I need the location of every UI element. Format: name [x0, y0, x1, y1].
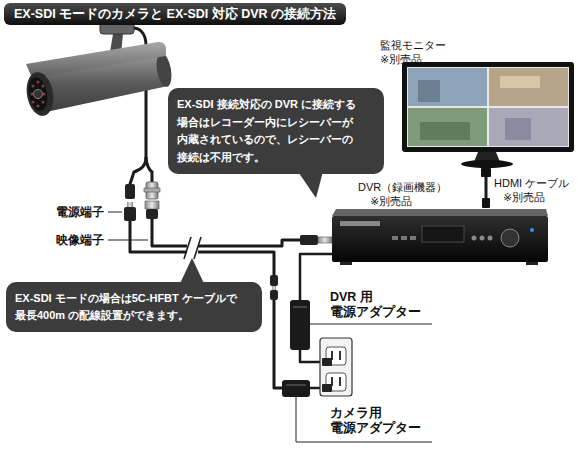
- camera-illustration: [31, 84, 34, 87]
- wall-outlet: [339, 351, 341, 360]
- dvr-illustration: [472, 236, 477, 241]
- hdmi-cable: [481, 168, 491, 208]
- monitor-illustration: [461, 160, 513, 168]
- dvr-illustration: [401, 236, 407, 240]
- callout-text: EX-SDI 接続対応の DVR に接続する 場合はレコーダー内にレシーバーが …: [177, 96, 375, 166]
- part-label: 映像端子: [56, 233, 104, 248]
- camera-connectors: [125, 184, 135, 199]
- coax-cable: [152, 219, 300, 246]
- power-adapter: [286, 384, 306, 386]
- monitor-illustration: [402, 62, 574, 152]
- dvr-power-cord: [300, 350, 322, 362]
- camera-connectors: [145, 201, 159, 209]
- bnc-plug: [300, 235, 318, 245]
- leader-line: [108, 212, 122, 213]
- camera-illustration: [26, 42, 166, 78]
- bnc-plug: [318, 237, 332, 243]
- camera-illustration: [34, 90, 43, 99]
- part-label: 監視モニター: [380, 38, 446, 52]
- dvr-power-cord: [300, 254, 332, 300]
- part-label: ※別売品: [380, 52, 422, 66]
- monitor-illustration: [408, 108, 487, 146]
- coax-cable: [274, 300, 282, 388]
- part-label: ※別売品: [503, 190, 545, 204]
- monitor-illustration: [408, 68, 487, 106]
- part-label: ※別売品: [370, 194, 412, 208]
- dvr-illustration: [501, 229, 519, 247]
- camera-connectors: [146, 209, 158, 219]
- leader-line: [108, 240, 148, 241]
- power-adapter: [282, 300, 310, 397]
- wall-outlet: [320, 338, 352, 396]
- dc-connector: [270, 275, 278, 300]
- part-label: HDMI ケーブル: [494, 176, 569, 190]
- callout-bubble: EX-SDI モードの場合は5C-HFBT ケーブルで 最長400m の配線設置…: [6, 282, 262, 332]
- monitor-illustration: [489, 68, 568, 106]
- dvr-illustration: [530, 228, 534, 232]
- camera-connectors: [144, 188, 160, 192]
- bnc-plug: [300, 235, 332, 245]
- camera-cable: [130, 158, 146, 184]
- camera-illustration: [30, 92, 33, 95]
- monitor-illustration: [505, 118, 531, 140]
- dvr-illustration: [340, 221, 380, 226]
- dvr-illustration: [410, 236, 416, 240]
- dc-connector: [272, 286, 276, 290]
- wall-outlet: [322, 384, 332, 392]
- hdmi-cable: [481, 168, 491, 177]
- power-adapter: [293, 306, 307, 308]
- camera-illustration: [41, 100, 44, 103]
- cable-break: [184, 237, 201, 259]
- monitor-illustration: [500, 76, 540, 88]
- camera-illustration: [23, 70, 56, 118]
- cable-break: [184, 237, 201, 259]
- camera-illustration: [36, 80, 39, 83]
- dvr-illustration: [340, 262, 352, 265]
- camera-illustration: [26, 76, 50, 113]
- camera-connectors: [127, 202, 133, 207]
- monitor-illustration: [407, 67, 569, 147]
- power-adapter: [290, 300, 310, 350]
- leader-line: [296, 397, 432, 442]
- hdmi-cable: [482, 198, 490, 208]
- wall-outlet: [320, 338, 352, 396]
- part-label: DVR（録画機器）: [358, 180, 447, 194]
- monitor-illustration: [402, 62, 574, 168]
- dvr-illustration: [488, 236, 493, 241]
- dc-connector: [270, 290, 278, 300]
- callout-bubble: EX-SDI 接続対応の DVR に接続する 場合はレコーダー内にレシーバーが …: [168, 88, 384, 174]
- leader-line: [310, 324, 432, 325]
- monitor-illustration: [418, 80, 440, 102]
- part-label: カメラ用 電源アダプター: [330, 406, 430, 436]
- dvr-illustration: [332, 216, 548, 262]
- dvr-illustration: [332, 209, 548, 216]
- camera-illustration: [41, 84, 44, 87]
- camera-connectors: [124, 207, 136, 221]
- wall-outlet: [339, 377, 341, 386]
- camera-illustration: [31, 100, 34, 103]
- dvr-illustration: [332, 209, 548, 265]
- dvr-illustration: [422, 226, 464, 242]
- wall-outlet: [322, 358, 332, 366]
- camera-illustration: [23, 20, 173, 118]
- dc-connector: [270, 275, 278, 286]
- camera-illustration: [36, 104, 39, 107]
- dvr-illustration: [480, 236, 485, 241]
- dvr-illustration: [392, 236, 398, 240]
- camera-illustration: [42, 92, 45, 95]
- power-adapter: [282, 380, 310, 397]
- callout-tail: [176, 160, 326, 292]
- part-label: 電源端子: [56, 205, 104, 220]
- camera-connectors: [124, 182, 160, 221]
- callout-text: EX-SDI モードの場合は5C-HFBT ケーブルで 最長400m の配線設置…: [15, 290, 253, 324]
- monitor-illustration: [489, 108, 568, 146]
- monitor-illustration: [420, 122, 470, 140]
- dvr-illustration: [526, 262, 538, 265]
- title-banner: EX-SDI モードのカメラと EX-SDI 対応 DVR の接続方法: [4, 3, 346, 25]
- camera-cable: [146, 158, 152, 182]
- part-label: DVR 用 電源アダプター: [330, 290, 430, 320]
